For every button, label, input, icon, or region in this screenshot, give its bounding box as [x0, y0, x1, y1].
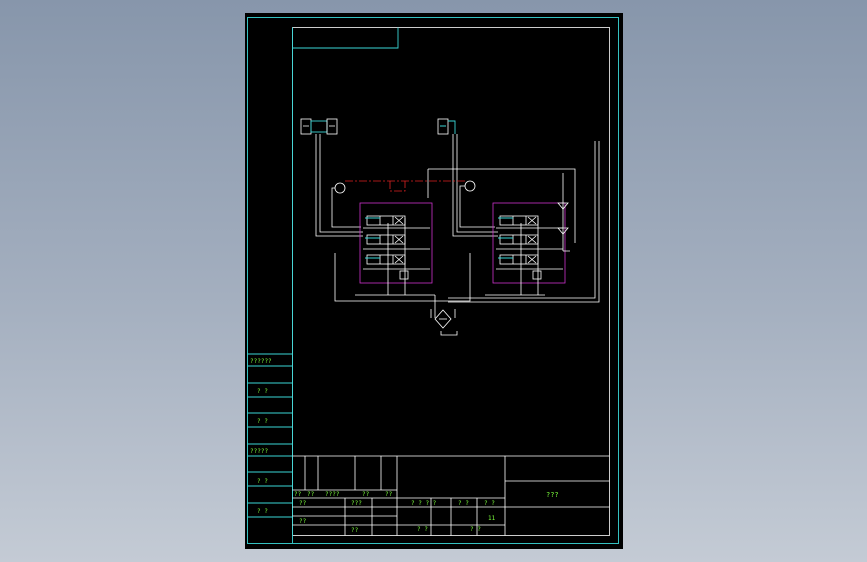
tb-label-3: ???? — [325, 491, 340, 498]
side-label-3: ? ? — [257, 418, 268, 425]
side-label-6: ? ? — [257, 508, 268, 515]
right-cylinder — [437, 118, 456, 135]
side-check-valves — [557, 173, 570, 252]
tb-sub-2: ??? — [351, 500, 362, 507]
tb-mid-4: 11 — [488, 515, 496, 522]
left-valve-stack — [363, 215, 430, 295]
left-valve-block — [359, 202, 433, 284]
side-table — [247, 353, 293, 518]
tb-mid-3: ? ? — [484, 500, 495, 507]
tb-label-2: ?? — [307, 491, 315, 498]
tb-label-4: ?? — [362, 491, 370, 498]
title-block — [292, 455, 610, 536]
side-label-1: ?????? — [250, 358, 272, 365]
right-valve-stack — [496, 215, 563, 295]
inner-border — [292, 27, 610, 536]
tb-mid-1: ? ? ? ? — [411, 500, 437, 507]
tb-mid-2: ? ? — [458, 500, 469, 507]
tb-label-1: ?? — [294, 491, 302, 498]
side-label-5: ? ? — [257, 478, 268, 485]
drawing-title: ??? — [546, 491, 559, 499]
drawing-sheet: ?????? ? ? ? ? ????? ? ? ? ? ?? ?? ???? … — [245, 13, 623, 549]
right-valve-block — [492, 202, 566, 284]
pump-tank — [430, 309, 458, 336]
tb-label-5: ?? — [385, 491, 393, 498]
left-gauge — [334, 182, 346, 194]
left-hose — [315, 134, 363, 237]
outer-frame — [247, 17, 619, 544]
pilot-line — [345, 180, 465, 192]
tb-sub-1: ?? — [299, 500, 307, 507]
left-cylinder-pair — [300, 118, 338, 135]
tb-mid-6: ? ? — [470, 526, 481, 533]
tb-sub-4: ?? — [351, 527, 359, 534]
side-label-2: ? ? — [257, 388, 268, 395]
code-box — [292, 27, 399, 49]
right-gauge — [464, 180, 476, 192]
tb-mid-5: ? ? — [417, 526, 428, 533]
tb-sub-3: ?? — [299, 518, 307, 525]
right-hose — [452, 134, 498, 237]
side-label-4: ????? — [250, 448, 268, 455]
hydraulic-schematic: ?????? ? ? ? ? ????? ? ? ? ? ?? ?? ???? … — [247, 17, 619, 544]
